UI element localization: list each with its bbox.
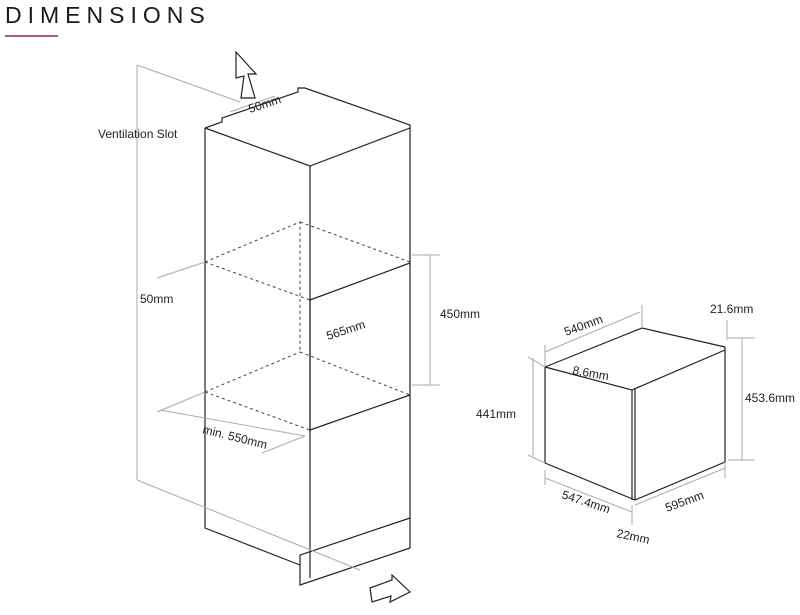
min-width-label: min. 550mm	[201, 422, 268, 452]
arrow-up-icon	[235, 50, 258, 99]
cabinet-dimension-lines	[136, 64, 440, 571]
body-width-label: 547.4mm	[560, 488, 612, 517]
opening-depth-label: 565mm	[325, 317, 367, 343]
front-depth-label: 22mm	[615, 526, 651, 547]
front-width-label: 595mm	[663, 488, 705, 515]
title-underline	[5, 35, 58, 37]
panel-thickness-label: 21.6mm	[710, 302, 753, 316]
inset-label: 8.6mm	[571, 363, 610, 383]
ventilation-slot-label: Ventilation Slot	[98, 127, 178, 141]
depth-label: 540mm	[562, 312, 604, 339]
front-height-label: 453.6mm	[745, 391, 795, 405]
appliance-dimension-lines	[527, 305, 755, 525]
slot-width-label: 50mm	[247, 92, 283, 116]
page-title: DIMENSIONS	[5, 2, 211, 28]
appliance-drawing	[544, 327, 726, 501]
body-height-label: 441mm	[476, 407, 516, 421]
opening-height-label: 450mm	[440, 307, 480, 321]
arrow-in-icon	[369, 573, 412, 604]
cabinet-drawing	[204, 87, 411, 586]
side-gap-label: 50mm	[140, 292, 173, 306]
